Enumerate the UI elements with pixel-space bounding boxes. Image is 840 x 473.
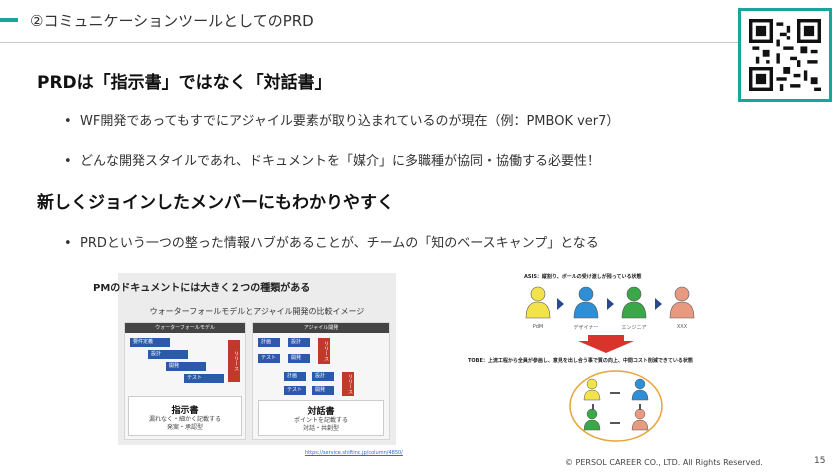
figure-banner: ウォーターフォールモデルとアジャイル開発の比較イメージ (149, 307, 365, 316)
agile-step: 開発 (288, 354, 310, 363)
role-label-designer: デザイナー (573, 325, 599, 331)
agile-step: 計画 (258, 338, 280, 347)
role-label-engineer: エンジニア (621, 325, 647, 331)
agile-release: リリース (342, 372, 354, 396)
asis-label: ASIS：縦割り、ボールの受け渡しが残っている状態 (524, 274, 642, 280)
bullet-text: WF開発であってもすでにアジャイル要素が取り込まれているのが現在（例：PMBOK… (80, 114, 620, 129)
agile-step: テスト (284, 386, 306, 395)
agile-step: 計画 (284, 372, 306, 381)
caption-title: 指示書 (171, 406, 199, 416)
figure-title: PMのドキュメントには大きく２つの種類がある (93, 283, 311, 294)
person-icon-xxx (669, 286, 695, 319)
qr-code-icon (749, 19, 821, 91)
transition-arrow-icon (578, 335, 634, 353)
source-link[interactable]: https://service.shiftinc.jp/column/4850/ (305, 450, 403, 456)
waterfall-step: テスト (184, 374, 224, 383)
agile-step: テスト (258, 354, 280, 363)
agile-release: リリース (318, 338, 330, 364)
copyright: © PERSOL CAREER CO., LTD. All Rights Res… (565, 458, 763, 467)
agile-step: 設計 (312, 372, 334, 381)
caption-line: ポイントを記載する (293, 417, 348, 424)
page-number: 15 (814, 456, 826, 466)
caption-line: 漏れなく・細かく記載する (148, 416, 221, 423)
bullet-item: •PRDという一つの整った情報ハブがあることが、チームの「知のベースキャンプ」と… (64, 236, 599, 251)
slide-title: ②コミュニケーションツールとしてのPRD (30, 12, 314, 30)
title-divider (0, 42, 820, 43)
waterfall-release: リリース (228, 340, 240, 382)
handoff-arrow-icon (655, 298, 662, 310)
waterfall-step: 設計 (148, 350, 188, 359)
person-icon-engineer (583, 408, 601, 431)
agile-step: 開発 (312, 386, 334, 395)
person-icon-xxx (631, 408, 649, 431)
bullet-item: •WF開発であってもすでにアジャイル要素が取り込まれているのが現在（例：PMBO… (64, 114, 620, 129)
handoff-arrow-icon (557, 298, 564, 310)
dialogue-doc-caption: 対話書 ポイントを記載する 対話・共創型 (258, 400, 384, 436)
tobe-team (569, 370, 663, 442)
person-icon-pdm (525, 286, 551, 319)
person-icon-pdm (583, 378, 601, 401)
section-heading-2: 新しくジョインしたメンバーにもわかりやすく (37, 193, 394, 213)
qr-code (738, 8, 832, 102)
person-icon-engineer (621, 286, 647, 319)
waterfall-step: 要件定義 (130, 338, 170, 347)
section-heading-1: PRDは「指示書」ではなく「対話書」 (37, 73, 332, 93)
agile-header: アジャイル開発 (253, 323, 389, 333)
caption-line: 発案・承認型 (166, 424, 203, 431)
asis-flow (525, 286, 695, 319)
caption-line: 対話・共創型 (302, 425, 339, 432)
role-label-xxx: XXX (676, 324, 688, 330)
accent-bar (0, 18, 18, 22)
bullet-item: •どんな開発スタイルであれ、ドキュメントを「媒介」に多職種が協同・協働する必要性… (64, 154, 601, 169)
bullet-text: どんな開発スタイルであれ、ドキュメントを「媒介」に多職種が協同・協働する必要性！ (80, 154, 601, 169)
bullet-text: PRDという一つの整った情報ハブがあることが、チームの「知のベースキャンプ」とな… (80, 236, 599, 251)
instruction-doc-caption: 指示書 漏れなく・細かく記載する 発案・承認型 (128, 396, 242, 436)
caption-title: 対話書 (307, 407, 335, 417)
waterfall-header: ウォーターフォールモデル (125, 323, 245, 333)
person-icon-designer (573, 286, 599, 319)
collaboration-circle-icon (569, 370, 663, 442)
role-label-pdm: PdM (532, 324, 544, 330)
handoff-arrow-icon (607, 298, 614, 310)
tobe-label: TOBE：上流工程から全員が参画し、意見を出し合う事で質の向上、中間コスト削減で… (468, 358, 693, 364)
person-icon-designer (631, 378, 649, 401)
agile-step: 設計 (288, 338, 310, 347)
waterfall-step: 開発 (166, 362, 206, 371)
